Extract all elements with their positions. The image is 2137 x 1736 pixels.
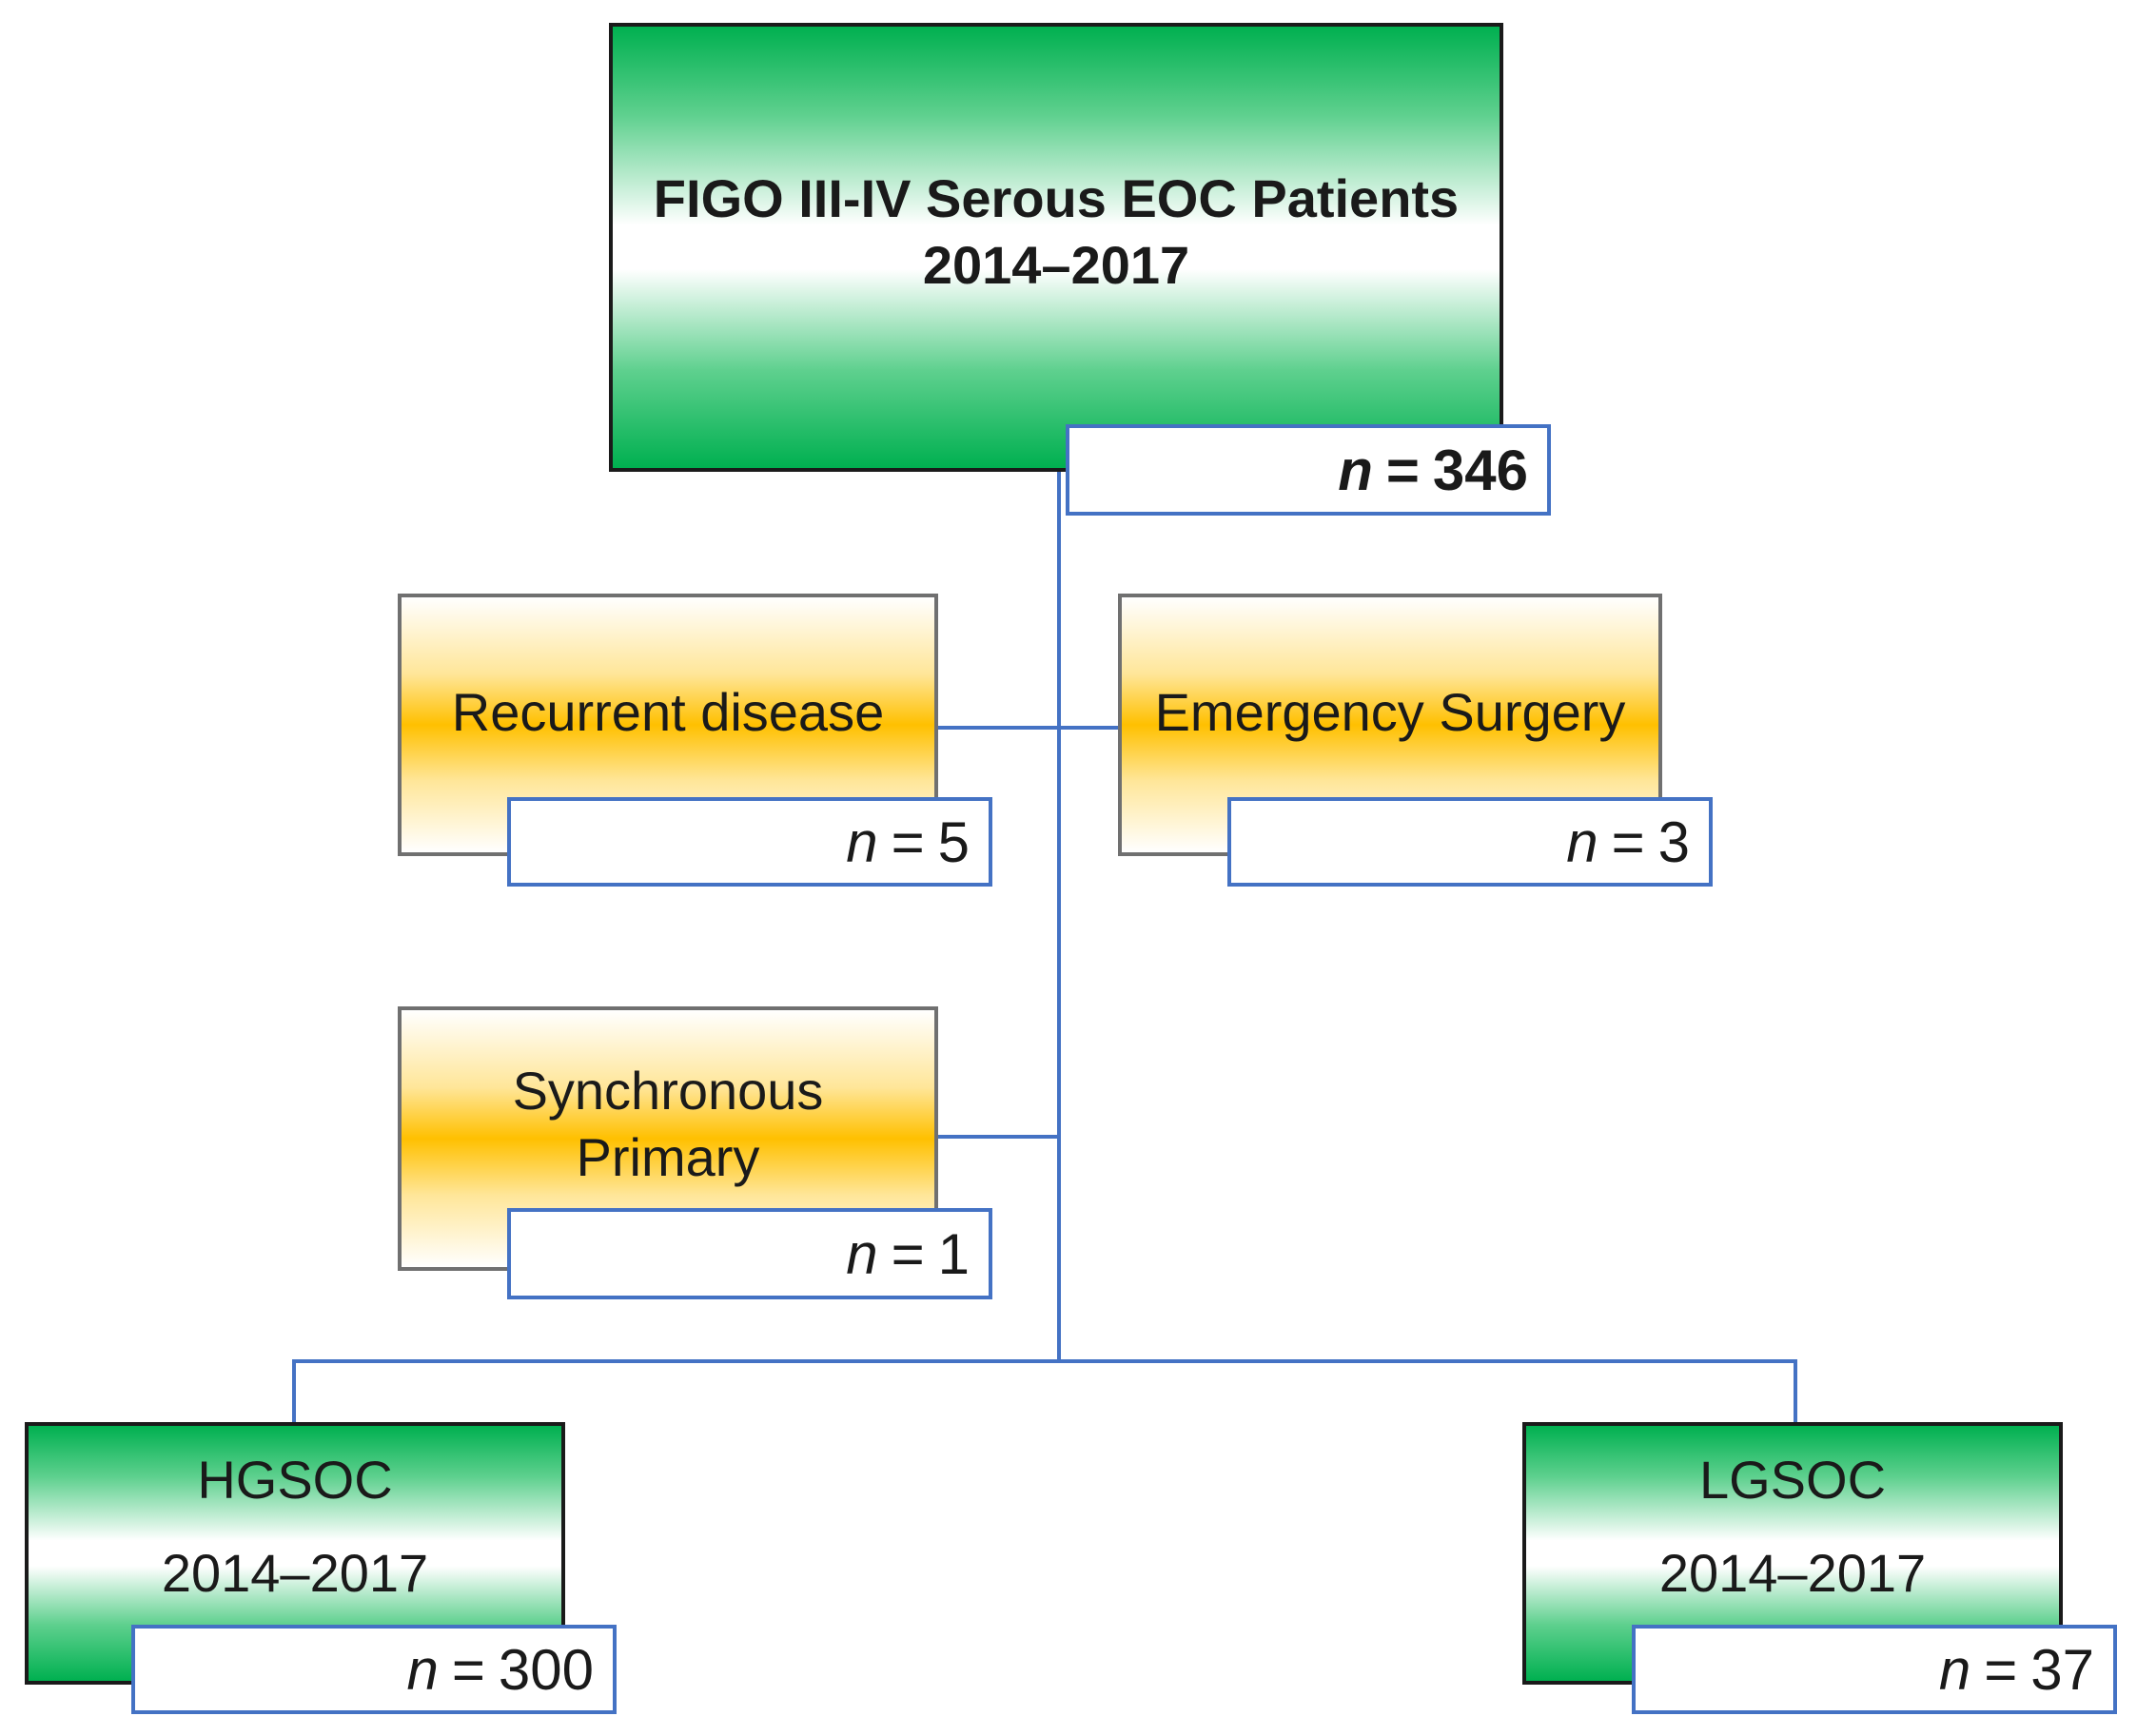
n-symbol: n bbox=[1338, 438, 1373, 502]
n-symbol: n bbox=[1938, 1637, 1971, 1702]
root-title-line2: 2014–2017 bbox=[922, 235, 1190, 295]
group-hgsoc-count-box: n = 300 bbox=[131, 1625, 617, 1714]
n-symbol: n bbox=[846, 1221, 878, 1286]
connector-emergency bbox=[1059, 726, 1118, 730]
connector-synchronous bbox=[938, 1135, 1059, 1139]
exclusion-emergency-count: 3 bbox=[1657, 809, 1690, 874]
equals-sign: = bbox=[1984, 1637, 2018, 1702]
connector-trunk bbox=[1057, 471, 1061, 1363]
root-count-box: n = 346 bbox=[1066, 424, 1551, 516]
exclusion-synchronous-count-box: n = 1 bbox=[507, 1208, 992, 1299]
exclusion-emergency-label: Emergency Surgery bbox=[1154, 682, 1626, 742]
root-count: 346 bbox=[1432, 438, 1528, 502]
connector-recurrent bbox=[938, 726, 1059, 730]
group-lgsoc-count: 37 bbox=[2030, 1637, 2094, 1702]
equals-sign: = bbox=[451, 1637, 485, 1702]
connector-split-horizontal bbox=[292, 1359, 1797, 1363]
exclusion-synchronous-count: 1 bbox=[937, 1221, 970, 1286]
exclusion-emergency-count-box: n = 3 bbox=[1227, 797, 1713, 887]
exclusion-synchronous-label-line1: Synchronous bbox=[512, 1061, 824, 1121]
equals-sign: = bbox=[891, 1221, 925, 1286]
equals-sign: = bbox=[1611, 809, 1645, 874]
n-symbol: n bbox=[846, 809, 878, 874]
group-lgsoc-years: 2014–2017 bbox=[1658, 1543, 1927, 1603]
exclusion-recurrent-count: 5 bbox=[937, 809, 970, 874]
exclusion-recurrent-count-box: n = 5 bbox=[507, 797, 992, 887]
root-title-line1: FIGO III-IV Serous EOC Patients bbox=[653, 168, 1460, 228]
root-box: FIGO III-IV Serous EOC Patients 2014–201… bbox=[609, 23, 1503, 472]
connector-lgsoc bbox=[1794, 1359, 1797, 1426]
n-symbol: n bbox=[406, 1637, 439, 1702]
group-hgsoc-label: HGSOC bbox=[197, 1450, 393, 1510]
n-symbol: n bbox=[1566, 809, 1598, 874]
equals-sign: = bbox=[1385, 438, 1420, 502]
group-lgsoc-label: LGSOC bbox=[1698, 1450, 1887, 1510]
exclusion-synchronous-label-line2: Primary bbox=[576, 1127, 760, 1187]
equals-sign: = bbox=[891, 809, 925, 874]
group-hgsoc-count: 300 bbox=[498, 1637, 594, 1702]
group-hgsoc-years: 2014–2017 bbox=[161, 1543, 429, 1603]
connector-hgsoc bbox=[292, 1359, 296, 1426]
exclusion-recurrent-label: Recurrent disease bbox=[451, 682, 885, 742]
group-lgsoc-count-box: n = 37 bbox=[1632, 1625, 2117, 1714]
